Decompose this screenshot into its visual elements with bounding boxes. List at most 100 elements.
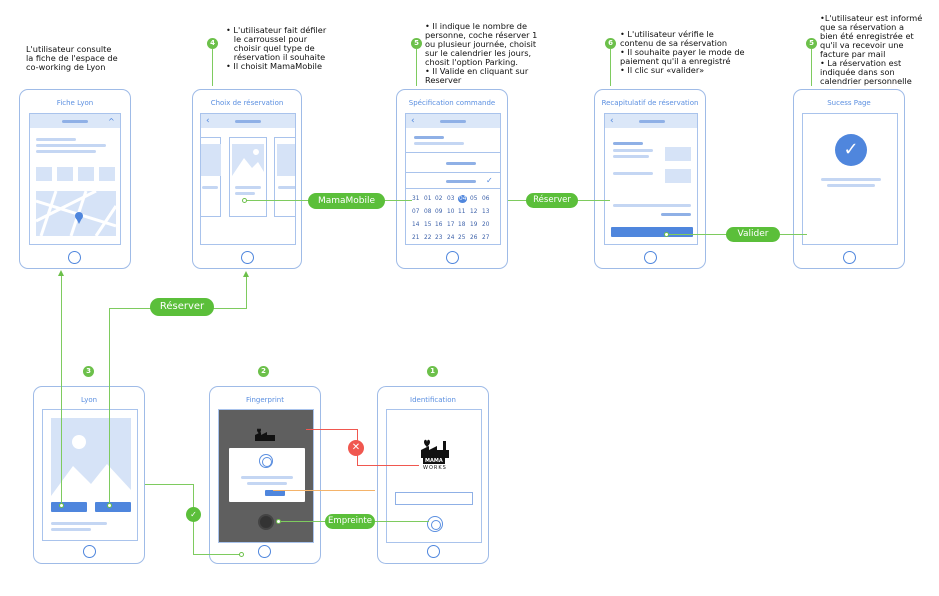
chevron-up-icon[interactable]: ^: [108, 117, 115, 126]
back-icon[interactable]: ‹: [411, 116, 415, 126]
note-connector: [811, 49, 813, 86]
home-button[interactable]: [241, 251, 254, 264]
pill-reserver-spec: Réserver: [526, 193, 578, 208]
screen-title: Fingerprint: [246, 396, 284, 404]
pill-reserver-lyon: Réserver: [150, 298, 214, 316]
flow-line-orange: [273, 490, 375, 491]
map-pin-icon: [75, 212, 83, 224]
screen-recap: ‹: [604, 113, 698, 245]
screen-title: Identification: [410, 396, 456, 404]
divider: [406, 172, 500, 173]
calendar[interactable]: 31 01 02 03 04 05 06 07 08 09 10 11 12 1…: [412, 195, 490, 241]
note-connector: [610, 49, 612, 86]
step-badge-4: 4: [207, 38, 218, 49]
pill-valider: Valider: [726, 227, 780, 242]
screen-title: Spécification commande: [408, 99, 496, 107]
fingerprint-dialog[interactable]: [229, 448, 305, 502]
flow-line: [109, 308, 111, 505]
flow-line: [193, 554, 243, 556]
lyon-button-right[interactable]: [95, 502, 131, 512]
step-badge-3: 3: [83, 366, 94, 377]
screen-lyon: [42, 409, 138, 541]
screen-title: Choix de réservation: [210, 99, 284, 107]
phone-identification: Identification MAMA WORKS: [377, 386, 489, 564]
thumbnail-image[interactable]: [99, 167, 115, 181]
arrow-up-icon: [58, 270, 64, 276]
dialog-button[interactable]: [265, 490, 285, 496]
check-icon[interactable]: ✓: [486, 176, 493, 185]
note-connector: [416, 49, 418, 86]
phone-recapitulatif: Recapitulatif de réservation ‹: [594, 89, 706, 269]
back-icon[interactable]: ‹: [206, 116, 210, 126]
carousel-card-left[interactable]: [201, 137, 221, 217]
hero-image: [51, 418, 131, 496]
calendar-selected-day[interactable]: 04: [458, 195, 468, 203]
phone-lyon: Lyon: [33, 386, 145, 564]
error-close-icon: ✕: [348, 440, 364, 456]
pill-empreinte: Empreinte: [325, 514, 375, 529]
home-button[interactable]: [258, 545, 271, 558]
flow-line: [145, 484, 193, 486]
carousel-card-mamamobile[interactable]: [229, 137, 267, 217]
note-connector: [212, 49, 214, 86]
flow-line: [61, 276, 63, 505]
check-circle-icon: ✓: [186, 507, 201, 522]
flow-dot: [242, 198, 247, 203]
step-badge-1: 1: [427, 366, 438, 377]
flow-dot: [664, 232, 669, 237]
home-button[interactable]: [68, 251, 81, 264]
mamaworks-logo: MAMA WORKS: [421, 438, 451, 472]
home-button[interactable]: [644, 251, 657, 264]
home-button[interactable]: [446, 251, 459, 264]
phone-specification-commande: Spécification commande ‹ ✓ 31 01 02 03 0…: [396, 89, 508, 269]
success-check-icon: ✓: [835, 134, 867, 166]
flow-dot: [59, 503, 64, 508]
divider: [406, 152, 500, 153]
fingerprint-sensor-icon[interactable]: [258, 514, 274, 530]
phone-fiche-lyon: Fiche Lyon ^: [19, 89, 131, 269]
lyon-button-left[interactable]: [51, 502, 87, 512]
identification-input[interactable]: [395, 492, 473, 505]
pill-mamamobile: MamaMobile: [308, 193, 385, 209]
carousel-card-right[interactable]: [274, 137, 295, 217]
divider: [406, 188, 500, 189]
screen-fiche-lyon: ^: [29, 113, 121, 245]
step-badge-6: 6: [605, 38, 616, 49]
screen-title: Recapitulatif de réservation: [601, 99, 699, 107]
thumbnail-image[interactable]: [57, 167, 73, 181]
flow-line-red: [357, 465, 419, 466]
note-step-5-specification: • Il indique le nombre de personne, coch…: [425, 21, 538, 85]
home-button[interactable]: [843, 251, 856, 264]
flow-dot: [239, 552, 244, 557]
map-roads: [36, 191, 116, 236]
note-step-4-choix: • L'utilisateur fait défiler le carrouss…: [226, 25, 327, 71]
screen-choix: ‹: [200, 113, 296, 245]
logo-text-mama: MAMA: [423, 458, 445, 464]
back-icon[interactable]: ‹: [610, 116, 614, 126]
logo-icon: [255, 426, 275, 441]
valider-button[interactable]: [611, 227, 693, 237]
fingerprint-icon: [259, 454, 273, 468]
flow-line-red: [306, 429, 358, 430]
thumbnail-image[interactable]: [36, 167, 52, 181]
note-step-1-fiche: L'utilisateur consulte la fiche de l'esp…: [26, 44, 118, 72]
phone-choix-reservation: Choix de réservation ‹: [192, 89, 302, 269]
note-step-5-success: •L'utilisateur est informé que sa réserv…: [820, 13, 923, 86]
fingerprint-icon[interactable]: [427, 516, 443, 532]
map[interactable]: [36, 191, 116, 236]
screen-title: Sucess Page: [827, 99, 871, 107]
home-button[interactable]: [83, 545, 96, 558]
thumbnail-image[interactable]: [78, 167, 94, 181]
phone-fingerprint: Fingerprint: [209, 386, 321, 564]
screen-fingerprint: [218, 409, 314, 543]
screen-title: Lyon: [80, 396, 98, 404]
logo-text-works: WORKS: [423, 465, 447, 471]
step-badge-5a: 5: [411, 38, 422, 49]
flow-dot: [276, 519, 281, 524]
home-button[interactable]: [427, 545, 440, 558]
note-step-6-recap: • L'utilisateur vérifie le contenu de sa…: [620, 29, 745, 75]
screen-success: ✓: [802, 113, 898, 245]
arrow-up-icon: [243, 271, 249, 277]
phone-success: Sucess Page ✓: [793, 89, 905, 269]
flow-dot: [107, 503, 112, 508]
